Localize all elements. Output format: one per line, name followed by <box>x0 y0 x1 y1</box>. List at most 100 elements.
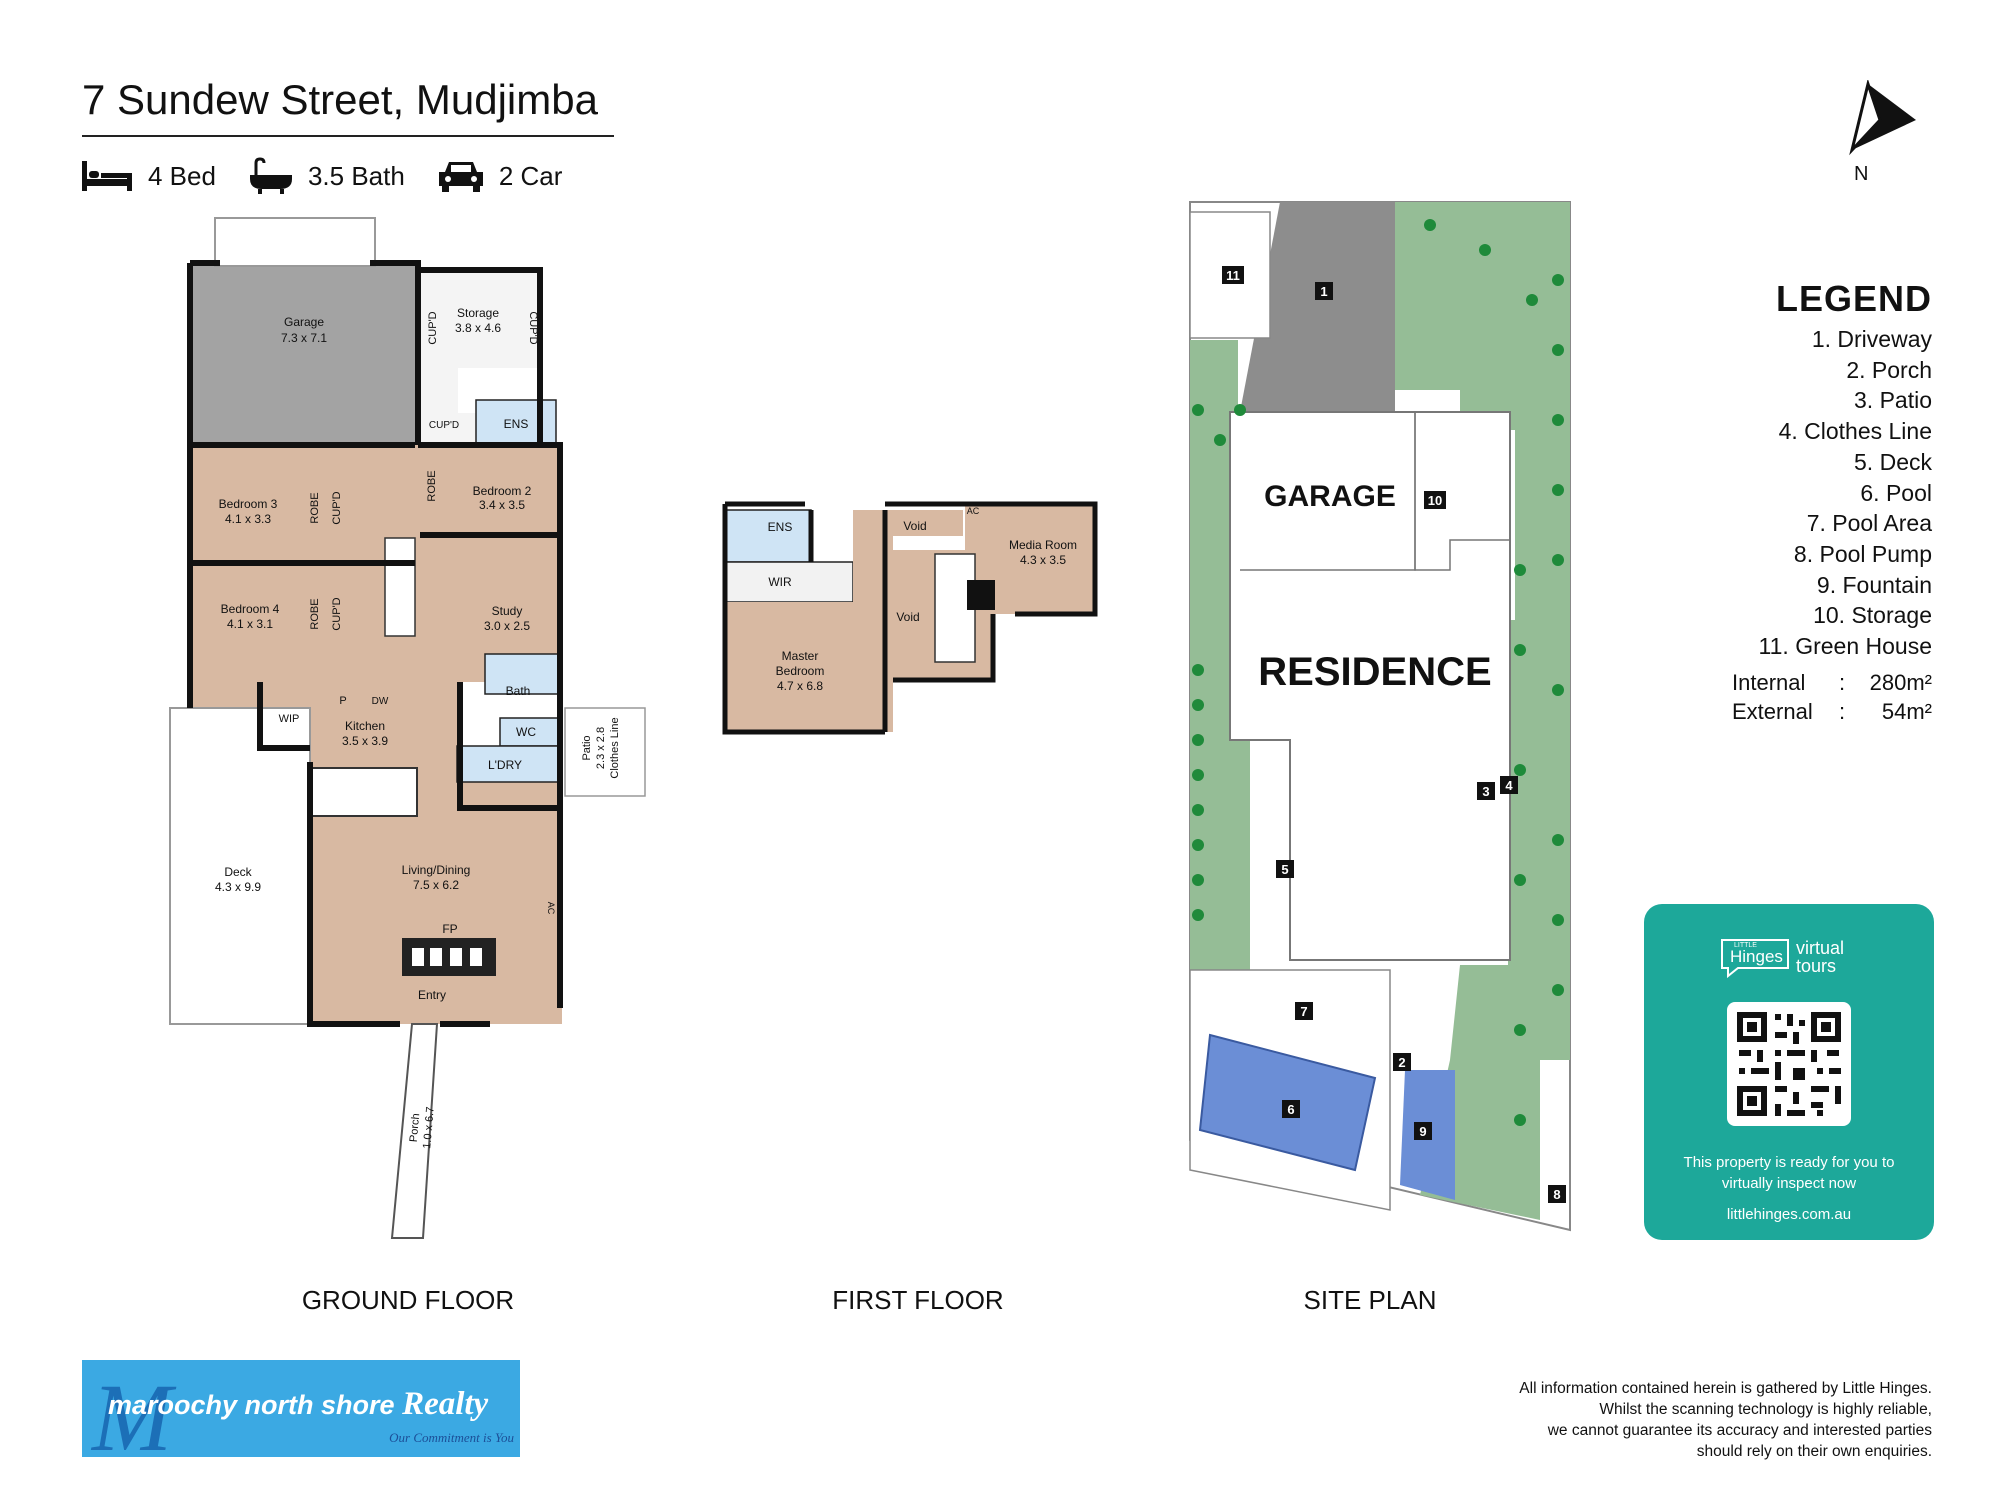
gf-cupd-bed3: CUP'D <box>331 491 343 524</box>
agency-monogram-icon: M <box>92 1364 172 1457</box>
legend-item: 4. Clothes Line <box>1778 418 1932 445</box>
brand-tag-2: tours <box>1796 956 1836 976</box>
ff-media-dim: 4.3 x 3.5 <box>1020 553 1066 567</box>
gf-cupd-garage: CUP'D <box>427 311 439 344</box>
gf-study-dim: 3.0 x 2.5 <box>484 619 530 633</box>
ff-void-label-2: Void <box>896 610 919 624</box>
gf-clothes-line-label: Clothes Line <box>609 717 621 778</box>
agency-name-1: maroochy north shore <box>108 1390 395 1420</box>
gf-fp-label: FP <box>442 922 457 936</box>
virtual-tour-card[interactable]: LITTLE Hinges virtual tours T <box>1644 904 1934 1240</box>
gf-patio-dim: 2.3 x 2.8 <box>595 727 607 769</box>
ff-ens-label: ENS <box>768 520 793 534</box>
site-marker-3: 3 <box>1482 784 1489 799</box>
gf-study-label: Study <box>492 604 523 618</box>
little-hinges-logo: LITTLE Hinges virtual tours <box>1718 934 1868 986</box>
site-marker-9: 9 <box>1419 1124 1426 1139</box>
gf-living-label: Living/Dining <box>402 863 471 877</box>
gf-bed4-label: Bedroom 4 <box>221 602 280 616</box>
gf-deck-label: Deck <box>224 865 252 879</box>
bathtub-icon <box>249 157 292 194</box>
north-label: N <box>1854 163 1868 185</box>
legend: LEGEND 1. Driveway 2. Porch 3. Patio 4. … <box>1612 278 1932 726</box>
brand-label: Hinges <box>1730 947 1783 966</box>
site-marker-2: 2 <box>1398 1055 1405 1070</box>
car-stat: 2 Car <box>437 158 563 194</box>
disclaimer-line: All information contained herein is gath… <box>1519 1380 1932 1397</box>
site-residence <box>1229 411 1511 961</box>
disclaimer-line: Whilst the scanning technology is highly… <box>1599 1401 1932 1418</box>
gf-garage-label: Garage <box>284 315 324 329</box>
ff-ac-label: AC <box>967 506 980 516</box>
gf-bed2-label: Bedroom 2 <box>473 484 532 498</box>
qr-code[interactable] <box>1727 1002 1851 1126</box>
site-driveway <box>1240 202 1395 412</box>
agency-slogan: Our Commitment is You <box>389 1430 514 1445</box>
site-marker-1: 1 <box>1320 284 1327 299</box>
little-hinges-link[interactable]: littlehinges.com.au <box>1726 1206 1852 1223</box>
agency-name-2: Realty <box>402 1386 489 1422</box>
site-residence-label: RESIDENCE <box>1258 650 1491 694</box>
property-title: 7 Sundew Street, Mudjimba <box>82 76 598 123</box>
site-marker-5: 5 <box>1281 862 1288 877</box>
ff-master-label: Master <box>782 649 819 663</box>
legend-item: 5. Deck <box>1854 448 1932 475</box>
gf-robe-bed3: ROBE <box>309 492 321 523</box>
first-floor-plan: ENS WIR Void Void AC Media Room 4.3 x 3.… <box>722 501 1098 735</box>
brand-small-label: LITTLE <box>1734 942 1757 949</box>
gf-ens-label: ENS <box>504 417 529 431</box>
internal-area-label: Internal <box>1732 669 1806 695</box>
gf-robe-bed4: ROBE <box>309 598 321 629</box>
legend-item: 7. Pool Area <box>1806 510 1932 537</box>
gf-robe-bed2: ROBE <box>426 470 438 501</box>
brand-tag-1: virtual <box>1796 938 1844 958</box>
gf-kitchen-dim: 3.5 x 3.9 <box>342 734 388 748</box>
gf-bed2-dim: 3.4 x 3.5 <box>479 498 525 512</box>
bed-count: 4 Bed <box>148 160 216 191</box>
site-lawn-right <box>1395 202 1570 1220</box>
gf-cupd-storage: CUP'D <box>527 311 539 344</box>
agency-logo: M maroochy north shore Realty Our Commit… <box>82 1360 520 1457</box>
internal-area-value: 280m² <box>1869 669 1932 695</box>
gf-storage-dim: 3.8 x 4.6 <box>455 321 501 335</box>
site-plan-label: SITE PLAN <box>1303 1285 1437 1315</box>
site-marker-10: 10 <box>1428 493 1442 508</box>
site-garage-label: GARAGE <box>1264 480 1396 513</box>
legend-item: 8. Pool Pump <box>1793 540 1932 567</box>
gf-wc-label: WC <box>516 725 536 739</box>
gf-cupd-label: CUP'D <box>429 420 459 431</box>
site-marker-6: 6 <box>1287 1102 1294 1117</box>
gf-bed3-label: Bedroom 3 <box>219 497 278 511</box>
gf-kitchen-label: Kitchen <box>345 719 385 733</box>
title-divider <box>82 135 614 137</box>
disclaimer: All information contained herein is gath… <box>1372 1378 1932 1462</box>
ff-master-dim: 4.7 x 6.8 <box>777 679 823 693</box>
bed-icon <box>82 161 132 191</box>
gf-entry-label: Entry <box>418 988 446 1002</box>
bath-stat: 3.5 Bath <box>248 157 405 195</box>
gf-garage-dim: 7.3 x 7.1 <box>281 331 327 345</box>
car-icon <box>438 162 483 192</box>
gf-porch-label: Porch <box>408 1113 422 1143</box>
ground-floor-label: GROUND FLOOR <box>301 1285 515 1315</box>
legend-title: LEGEND <box>1775 278 1932 319</box>
bath-count: 3.5 Bath <box>307 160 405 191</box>
ground-floor-plan: Garage 7.3 x 7.1 Storage 3.8 x 4.6 ENS C… <box>169 217 646 1239</box>
ff-master-area <box>725 602 893 732</box>
legend-item: 1. Driveway <box>1811 326 1932 352</box>
site-plan: GARAGE RESIDENCE 1 2 3 4 5 6 7 8 9 10 11 <box>1189 201 1571 1232</box>
external-area-value: 54m² <box>1881 698 1932 724</box>
gf-ldry-label: L'DRY <box>488 758 522 772</box>
external-area: External : 54m² <box>1732 698 1932 724</box>
property-stats: 4 Bed 3.5 Bath 2 Car <box>80 156 594 196</box>
legend-item: 9. Fountain <box>1816 571 1932 598</box>
gf-deck-area <box>169 707 311 1025</box>
external-area-label: External <box>1732 698 1813 724</box>
virtual-tour-message-line-1: This property is ready for you to <box>1683 1154 1895 1171</box>
site-marker-7: 7 <box>1300 1004 1307 1019</box>
gf-ac-label: AC <box>546 902 556 915</box>
disclaimer-line: we cannot guarantee its accuracy and int… <box>1547 1422 1932 1439</box>
gf-pantry-label: P <box>339 695 346 707</box>
car-count: 2 Car <box>498 160 563 191</box>
site-marker-11: 11 <box>1226 268 1240 283</box>
